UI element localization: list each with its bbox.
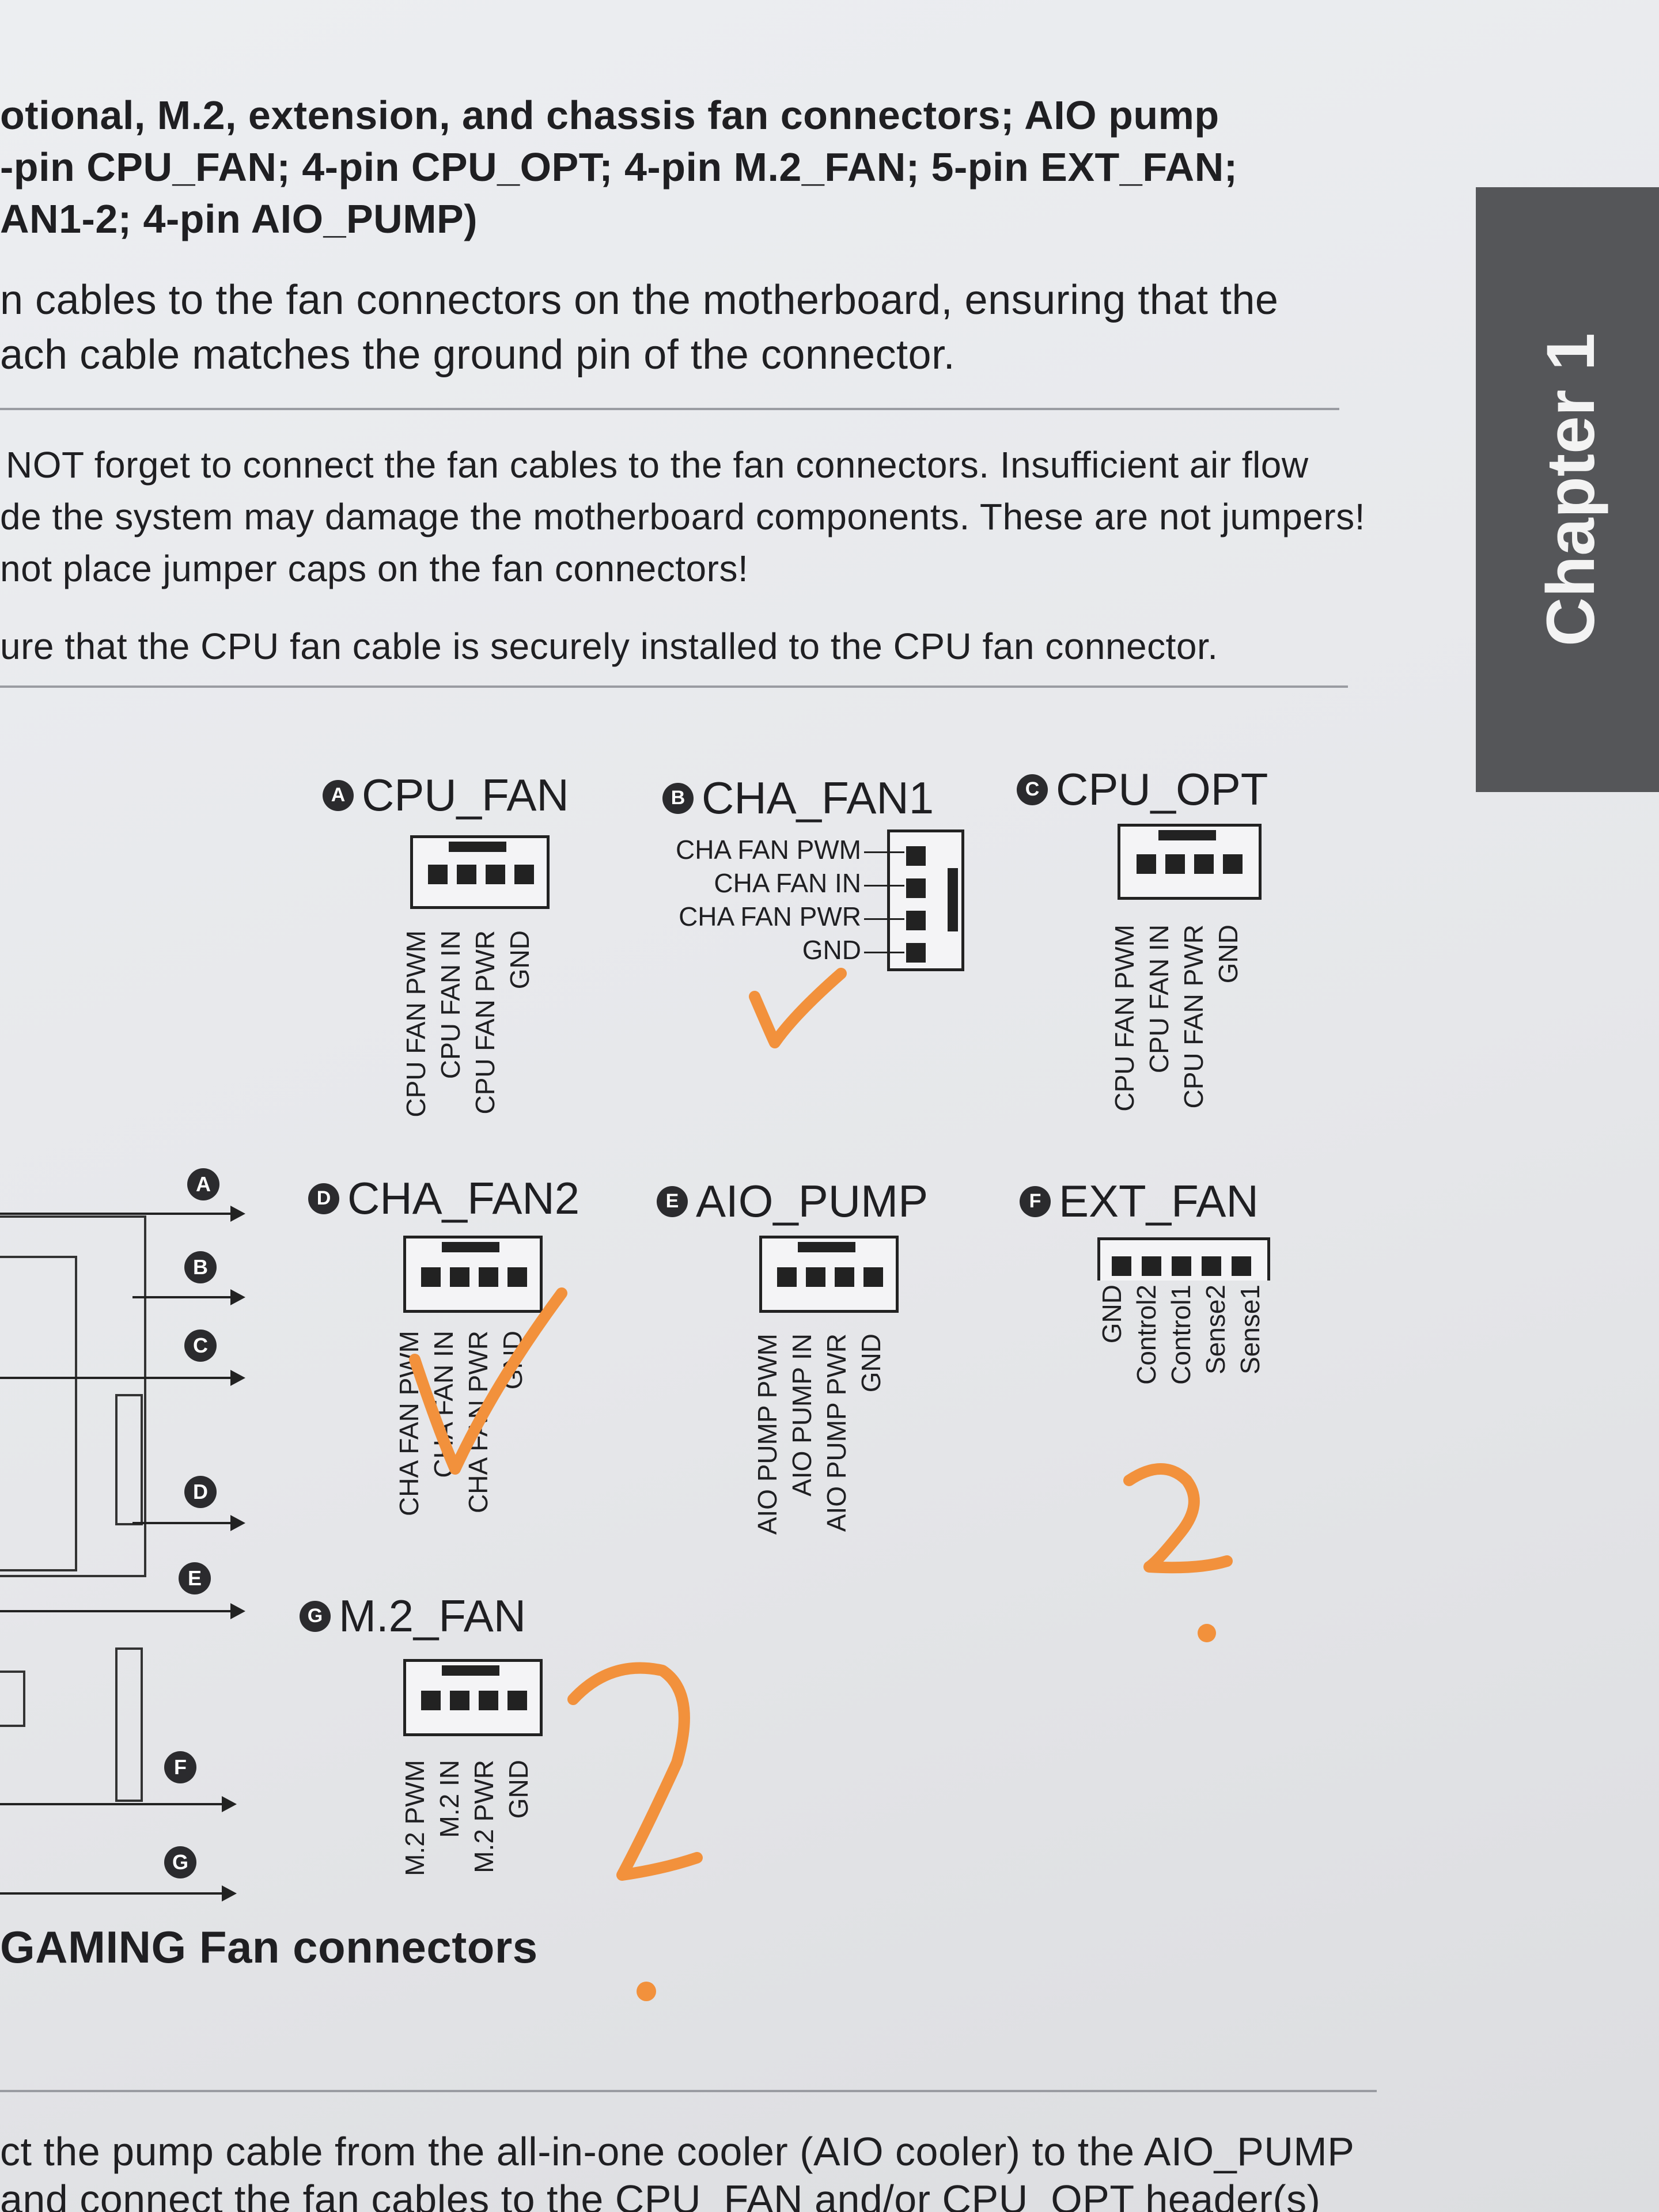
- board-header: [115, 1647, 143, 1802]
- arrow-e: [0, 1603, 245, 1619]
- section-divider-3: [0, 2090, 1377, 2092]
- section-divider-1: [0, 408, 1339, 410]
- m2-fan-header[interactable]: [403, 1659, 543, 1736]
- intro-line-1: otional, M.2, extension, and chassis fan…: [0, 93, 1219, 138]
- handwritten-dot-m2-fan: [637, 1982, 656, 2001]
- cha-fan2-header[interactable]: [403, 1236, 543, 1313]
- bottom-line-2: and connect the fan cables to the CPU_FA…: [0, 2177, 1321, 2212]
- connector-e-title: E AIO_PUMP: [657, 1175, 928, 1228]
- atx-power-connector: [115, 1394, 143, 1525]
- checkmark-cha-fan1: [749, 968, 847, 1048]
- badge-d: D: [308, 1183, 339, 1214]
- badge-c: C: [1017, 774, 1048, 805]
- badge-g: G: [300, 1600, 331, 1632]
- connector-b-title: B CHA_FAN1: [662, 772, 934, 824]
- cha-fan1-header[interactable]: [887, 830, 964, 971]
- intro-line-2: -pin CPU_FAN; 4-pin CPU_OPT; 4-pin M.2_F…: [0, 145, 1238, 190]
- figure-caption: GAMING Fan connectors: [0, 1922, 538, 1972]
- side-marker-e: E: [179, 1562, 211, 1594]
- cha-fan1-pin-4: GND: [802, 935, 861, 965]
- memory-slots: [0, 1256, 77, 1571]
- aio-pump-header[interactable]: [759, 1236, 899, 1313]
- arrow-g: [0, 1885, 237, 1902]
- connector-d-title: D CHA_FAN2: [308, 1172, 579, 1225]
- arrow-f: [0, 1796, 237, 1812]
- connector-f-title: F EXT_FAN: [1020, 1175, 1259, 1228]
- badge-a: A: [323, 779, 354, 811]
- ext-fan-header[interactable]: [1097, 1237, 1270, 1281]
- badge-b: B: [662, 782, 694, 814]
- intro-line-5: ach cable matches the ground pin of the …: [0, 332, 956, 378]
- chapter-tab[interactable]: Chapter 1: [1476, 187, 1659, 792]
- board-chip: [0, 1671, 25, 1727]
- note-line: ure that the CPU fan cable is securely i…: [0, 626, 1218, 667]
- cpu-opt-header[interactable]: [1118, 824, 1262, 900]
- warning-line-2: de the system may damage the motherboard…: [0, 496, 1365, 537]
- connector-a-title: A CPU_FAN: [323, 769, 569, 821]
- side-marker-g: G: [164, 1846, 196, 1878]
- intro-line-4: n cables to the fan connectors on the mo…: [0, 277, 1279, 323]
- side-marker-a: A: [187, 1168, 219, 1200]
- handwritten-dot-ext-fan: [1198, 1624, 1216, 1642]
- arrow-a: [0, 1206, 245, 1222]
- side-marker-d: D: [184, 1476, 217, 1508]
- arrow-d: [132, 1515, 245, 1531]
- cha-fan1-pin-2: CHA FAN IN: [714, 868, 861, 898]
- arrow-b: [132, 1289, 245, 1305]
- intro-line-3: AN1-2; 4-pin AIO_PUMP): [0, 196, 478, 241]
- checkmark-cha-fan2: [409, 1287, 567, 1475]
- warning-line-1: NOT forget to connect the fan cables to …: [6, 444, 1309, 486]
- handwritten-two-ext-fan: [1123, 1463, 1233, 1574]
- bottom-line-1: ct the pump cable from the all-in-one co…: [0, 2129, 1355, 2174]
- cpu-fan-header[interactable]: [410, 835, 550, 909]
- warning-line-3: not place jumper caps on the fan connect…: [0, 548, 749, 589]
- handwritten-two-m2-fan: [567, 1662, 703, 1881]
- cha-fan1-pin-3: CHA FAN PWR: [679, 902, 861, 931]
- arrow-c: [0, 1370, 245, 1386]
- connector-g-title: G M.2_FAN: [300, 1590, 526, 1642]
- badge-f: F: [1020, 1185, 1051, 1217]
- side-marker-c: C: [184, 1330, 217, 1362]
- side-marker-f: F: [164, 1751, 196, 1783]
- cha-fan1-pin-1: CHA FAN PWM: [675, 835, 861, 865]
- badge-e: E: [657, 1185, 688, 1217]
- section-divider-2: [0, 685, 1348, 688]
- connector-c-title: C CPU_OPT: [1017, 763, 1268, 816]
- side-marker-b: B: [184, 1251, 217, 1283]
- motherboard-outline: [0, 1215, 146, 1577]
